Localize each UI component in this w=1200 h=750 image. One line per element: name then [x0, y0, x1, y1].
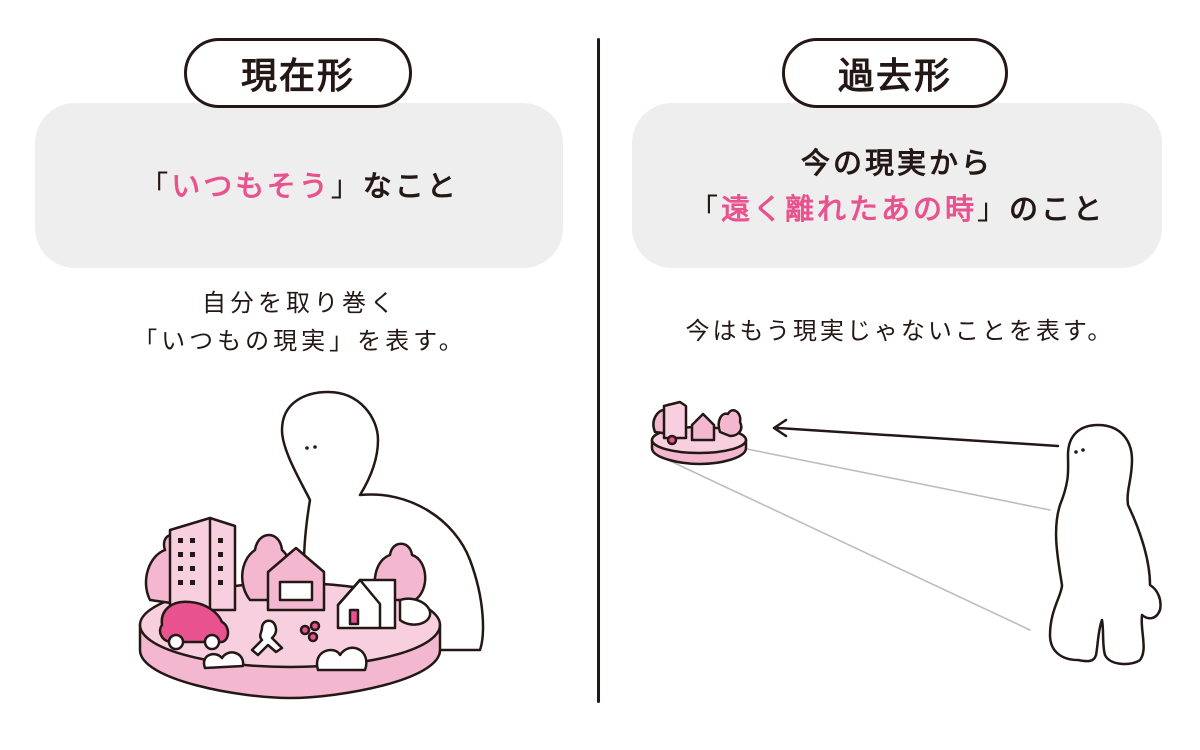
bush	[202, 651, 245, 670]
right-person-eye	[1074, 450, 1078, 454]
right-highlight-pink: 遠く離れたあの時	[720, 191, 977, 226]
right-highlight-rest: のこと	[1009, 191, 1106, 226]
car	[158, 600, 230, 644]
left-highlight-pink: いつもそう	[171, 168, 331, 203]
left-description-line2: 「いつもの現実」を表す。	[133, 327, 467, 355]
right-title-pill: 過去形	[782, 38, 1008, 108]
right-scene	[650, 400, 1162, 666]
left-highlight-rest: なこと	[362, 168, 459, 203]
sight-line	[667, 459, 1031, 631]
building-windows	[178, 538, 223, 585]
left-title-pill: 現在形	[184, 38, 412, 108]
distant-building	[662, 400, 688, 440]
left-highlight-box: 「いつもそう」なこと	[35, 103, 563, 268]
left-person-eye	[305, 446, 309, 450]
open-bracket: 「	[688, 191, 721, 226]
right-description: 今はもう現実じゃないことを表す。	[640, 312, 1160, 350]
right-description-text: 今はもう現実じゃないことを表す。	[685, 317, 1115, 345]
center-divider	[597, 38, 600, 703]
right-person-eye	[1081, 448, 1085, 452]
close-bracket: 」	[330, 168, 363, 203]
left-person-eye	[313, 445, 317, 449]
left-description-line1: 自分を取り巻く	[202, 289, 398, 317]
right-highlight-line2: 「遠く離れたあの時」のこと	[689, 186, 1105, 232]
distant-tree	[717, 409, 743, 438]
arrow-head	[772, 418, 788, 438]
right-person-figure	[1048, 423, 1162, 666]
left-title: 現在形	[240, 56, 355, 97]
left-highlight-text: 「いつもそう」なこと	[139, 163, 458, 209]
open-bracket: 「	[139, 168, 172, 203]
arrow-line	[776, 426, 1060, 448]
right-highlight-line1: 今の現実から	[800, 145, 993, 180]
distant-house	[690, 412, 716, 442]
right-highlight-box: 今の現実から 「遠く離れたあの時」のこと	[632, 103, 1162, 268]
left-person-hand	[398, 597, 432, 626]
close-bracket: 」	[977, 191, 1010, 226]
right-title: 過去形	[837, 56, 952, 97]
sight-line	[741, 447, 1051, 511]
left-description: 自分を取り巻く 「いつもの現実」を表す。	[60, 284, 540, 360]
tower-building	[168, 516, 237, 612]
small-figure	[250, 619, 284, 657]
bush	[315, 646, 368, 672]
left-scene	[138, 390, 485, 700]
